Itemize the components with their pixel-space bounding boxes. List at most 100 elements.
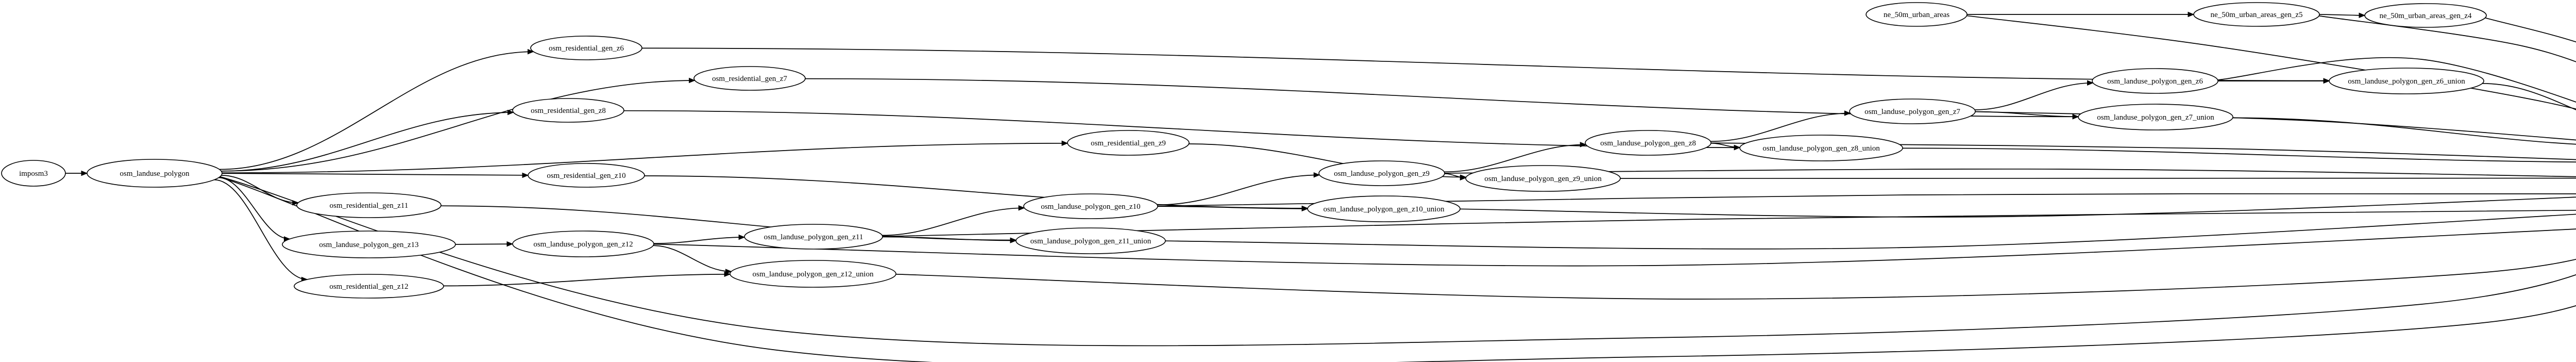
edge-osm_landuse_polygon_gen_z10-to-osm_landuse_polygon_gen_z9 xyxy=(1157,174,1320,206)
arrowhead-icon xyxy=(689,77,696,84)
arrowhead-icon xyxy=(2188,11,2195,18)
node-osm_residential_gen_z10 xyxy=(528,163,645,188)
node-osm_landuse_polygon_gen_z9 xyxy=(1318,160,1445,186)
edge-osm_landuse_polygon_gen_z12-to-osm_landuse_polygon_gen_z12_union xyxy=(653,245,732,272)
node-label-osm_residential_gen_z12: osm_residential_gen_z12 xyxy=(329,283,408,291)
arrowhead-icon xyxy=(725,269,732,274)
node-ne_50m_urban_areas_gen_z5 xyxy=(2193,2,2320,27)
edge-ne_50m_urban_areas-to-layer-z6 xyxy=(1967,15,2576,110)
node-osm_landuse_polygon_gen_z11_union xyxy=(1015,227,1166,254)
node-label-ne_50m_urban_areas_gen_z4: ne_50m_urban_areas_gen_z4 xyxy=(2379,12,2472,20)
node-osm_landuse_polygon_gen_z11 xyxy=(744,224,883,250)
arrowhead-icon xyxy=(1301,205,1309,211)
node-label-osm_residential_gen_z7: osm_residential_gen_z7 xyxy=(712,75,787,83)
arrowhead-icon xyxy=(1018,205,1025,211)
edge-osm_landuse_polygon_gen_z10_union-to-layer-z10 xyxy=(1460,196,2576,218)
node-label-imposm3: imposm3 xyxy=(19,170,48,178)
arrowhead-icon xyxy=(528,48,534,55)
edge-osm_landuse_polygon_gen_z6_union-to-layer-z6 xyxy=(2482,83,2576,110)
node-label-osm_landuse_polygon_gen_z7_union: osm_landuse_polygon_gen_z7_union xyxy=(2097,113,2214,122)
node-osm_landuse_polygon_gen_z9_union xyxy=(1465,165,1621,192)
node-label-osm_landuse_polygon_gen_z13: osm_landuse_polygon_gen_z13 xyxy=(319,241,418,249)
node-label-osm_landuse_polygon_gen_z12: osm_landuse_polygon_gen_z12 xyxy=(533,240,633,249)
edge-osm_residential_gen_z11-to-osm_landuse_polygon_gen_z11_union xyxy=(440,205,1016,241)
node-label-osm_landuse_polygon_gen_z7: osm_landuse_polygon_gen_z7 xyxy=(1865,108,1960,116)
arrowhead-icon xyxy=(2087,80,2094,86)
edge-osm_residential_gen_z6-to-osm_landuse_polygon_gen_z6_union xyxy=(641,47,2330,81)
node-label-osm_residential_gen_z9: osm_residential_gen_z9 xyxy=(1091,139,1166,147)
edge-osm_landuse_polygon-to-osm_residential_gen_z7 xyxy=(221,80,695,172)
arrowhead-icon xyxy=(1010,237,1017,243)
edge-osm_landuse_polygon_gen_z8_union-to-layer-z8 xyxy=(1902,147,2576,163)
node-label-osm_landuse_polygon_gen_z11: osm_landuse_polygon_gen_z11 xyxy=(764,233,863,241)
arrowhead-icon xyxy=(1734,144,1741,151)
node-osm_residential_gen_z7 xyxy=(693,66,806,91)
node-osm_residential_gen_z8 xyxy=(512,98,624,123)
node-osm_residential_gen_z9 xyxy=(1067,130,1190,156)
node-osm_landuse_polygon_gen_z10_union xyxy=(1307,195,1461,222)
edge-osm_landuse_polygon_gen_z7-to-layer-z7 xyxy=(1975,111,2576,141)
node-osm_landuse_polygon_gen_z12 xyxy=(512,231,654,257)
node-label-osm_residential_gen_z6: osm_residential_gen_z6 xyxy=(549,44,624,53)
node-osm_residential_gen_z11 xyxy=(296,192,442,218)
edge-osm_landuse_polygon_gen_z11_union-to-layer-z11 xyxy=(1165,213,2576,250)
edge-osm_landuse_polygon-to-layer-z13 xyxy=(219,176,2576,347)
edge-osm_residential_gen_z8-to-osm_landuse_polygon_gen_z8_union xyxy=(623,110,1740,149)
node-label-osm_landuse_polygon_gen_z10_union: osm_landuse_polygon_gen_z10_union xyxy=(1324,205,1445,213)
node-label-osm_residential_gen_z10: osm_residential_gen_z10 xyxy=(547,172,625,180)
node-label-osm_landuse_polygon_gen_z9: osm_landuse_polygon_gen_z9 xyxy=(1334,170,1430,178)
arrowhead-icon xyxy=(1061,140,1069,146)
arrowhead-icon xyxy=(724,271,731,277)
node-osm_landuse_polygon_gen_z7_union xyxy=(2078,104,2233,130)
node-label-osm_landuse_polygon_gen_z8: osm_landuse_polygon_gen_z8 xyxy=(1600,139,1696,147)
arrowhead-icon xyxy=(506,241,514,247)
arrowhead-icon xyxy=(1313,172,1320,178)
node-osm_landuse_polygon_gen_z7 xyxy=(1849,98,1976,124)
arrowhead-icon xyxy=(507,109,514,116)
node-label-ne_50m_urban_areas_gen_z5: ne_50m_urban_areas_gen_z5 xyxy=(2210,11,2302,19)
node-label-osm_landuse_polygon_gen_z8_union: osm_landuse_polygon_gen_z8_union xyxy=(1762,144,1880,153)
node-label-osm_landuse_polygon_gen_z9_union: osm_landuse_polygon_gen_z9_union xyxy=(1484,175,1602,183)
node-osm_landuse_polygon_gen_z8 xyxy=(1585,130,1711,156)
arrowhead-icon xyxy=(1460,174,1467,180)
node-label-osm_residential_gen_z8: osm_residential_gen_z8 xyxy=(531,107,606,115)
edge-osm_landuse_polygon-to-osm_residential_gen_z10 xyxy=(222,173,529,176)
node-imposm3 xyxy=(1,160,66,187)
node-osm_landuse_polygon_gen_z6 xyxy=(2092,68,2218,94)
edge-ne_50m_urban_areas_gen_z5-to-ne_50m_urban_areas_gen_z4 xyxy=(2319,14,2365,16)
node-label-ne_50m_urban_areas: ne_50m_urban_areas xyxy=(1884,11,1950,19)
arrowhead-icon xyxy=(81,170,88,176)
node-osm_landuse_polygon_gen_z12_union xyxy=(730,260,896,288)
edge-ne_50m_urban_areas_gen_z4-to-layer-z4 xyxy=(2485,17,2576,43)
edge-osm_landuse_polygon-to-osm_landuse_polygon_gen_z13 xyxy=(218,177,290,240)
arrowhead-icon xyxy=(522,172,529,178)
arrowhead-icon xyxy=(2359,12,2366,19)
edge-osm_residential_gen_z12-to-osm_landuse_polygon_gen_z12_union xyxy=(443,273,731,287)
node-osm_landuse_polygon_gen_z10 xyxy=(1023,193,1158,219)
node-osm_landuse_polygon_gen_z13 xyxy=(282,231,456,258)
node-ne_50m_urban_areas_gen_z4 xyxy=(2364,3,2487,28)
edge-osm_landuse_polygon_gen_z12-to-osm_landuse_polygon_gen_z11 xyxy=(653,237,745,244)
node-ne_50m_urban_areas xyxy=(1866,2,1968,27)
node-label-osm_landuse_polygon_gen_z10: osm_landuse_polygon_gen_z10 xyxy=(1041,203,1140,211)
node-osm_landuse_polygon_gen_z8_union xyxy=(1739,135,1903,161)
edge-osm_landuse_polygon_gen_z12_union-to-layer-z12 xyxy=(895,259,2576,300)
node-label-osm_landuse_polygon_gen_z11_union: osm_landuse_polygon_gen_z11_union xyxy=(1030,237,1151,245)
edge-osm_landuse_polygon-to-osm_residential_gen_z6 xyxy=(219,51,534,170)
node-osm_residential_gen_z12 xyxy=(294,274,444,299)
edge-osm_landuse_polygon-to-osm_residential_gen_z12 xyxy=(214,179,308,280)
node-osm_landuse_polygon_gen_z6_union xyxy=(2329,68,2484,94)
edge-osm_landuse_polygon-to-layer-z14+ xyxy=(219,176,2576,362)
edge-osm_landuse_polygon_gen_z11-to-osm_landuse_polygon_gen_z10 xyxy=(882,207,1025,236)
edge-osm_landuse_polygon_gen_z6-to-layer-z6 xyxy=(2217,57,2576,103)
edge-osm_landuse_polygon_gen_z7-to-osm_landuse_polygon_gen_z6 xyxy=(1975,82,2093,110)
node-label-osm_landuse_polygon_gen_z12_union: osm_landuse_polygon_gen_z12_union xyxy=(753,270,874,278)
edge-osm_landuse_polygon_gen_z7_union-to-layer-z7 xyxy=(2232,117,2576,145)
edge-osm_landuse_polygon-to-osm_residential_gen_z8 xyxy=(221,112,514,172)
arrowhead-icon xyxy=(1844,110,1851,116)
edge-osm_residential_gen_z10-to-osm_landuse_polygon_gen_z10_union xyxy=(644,175,1308,209)
node-label-osm_landuse_polygon_gen_z6_union: osm_landuse_polygon_gen_z6_union xyxy=(2348,77,2465,86)
arrowhead-icon xyxy=(2072,114,2079,120)
